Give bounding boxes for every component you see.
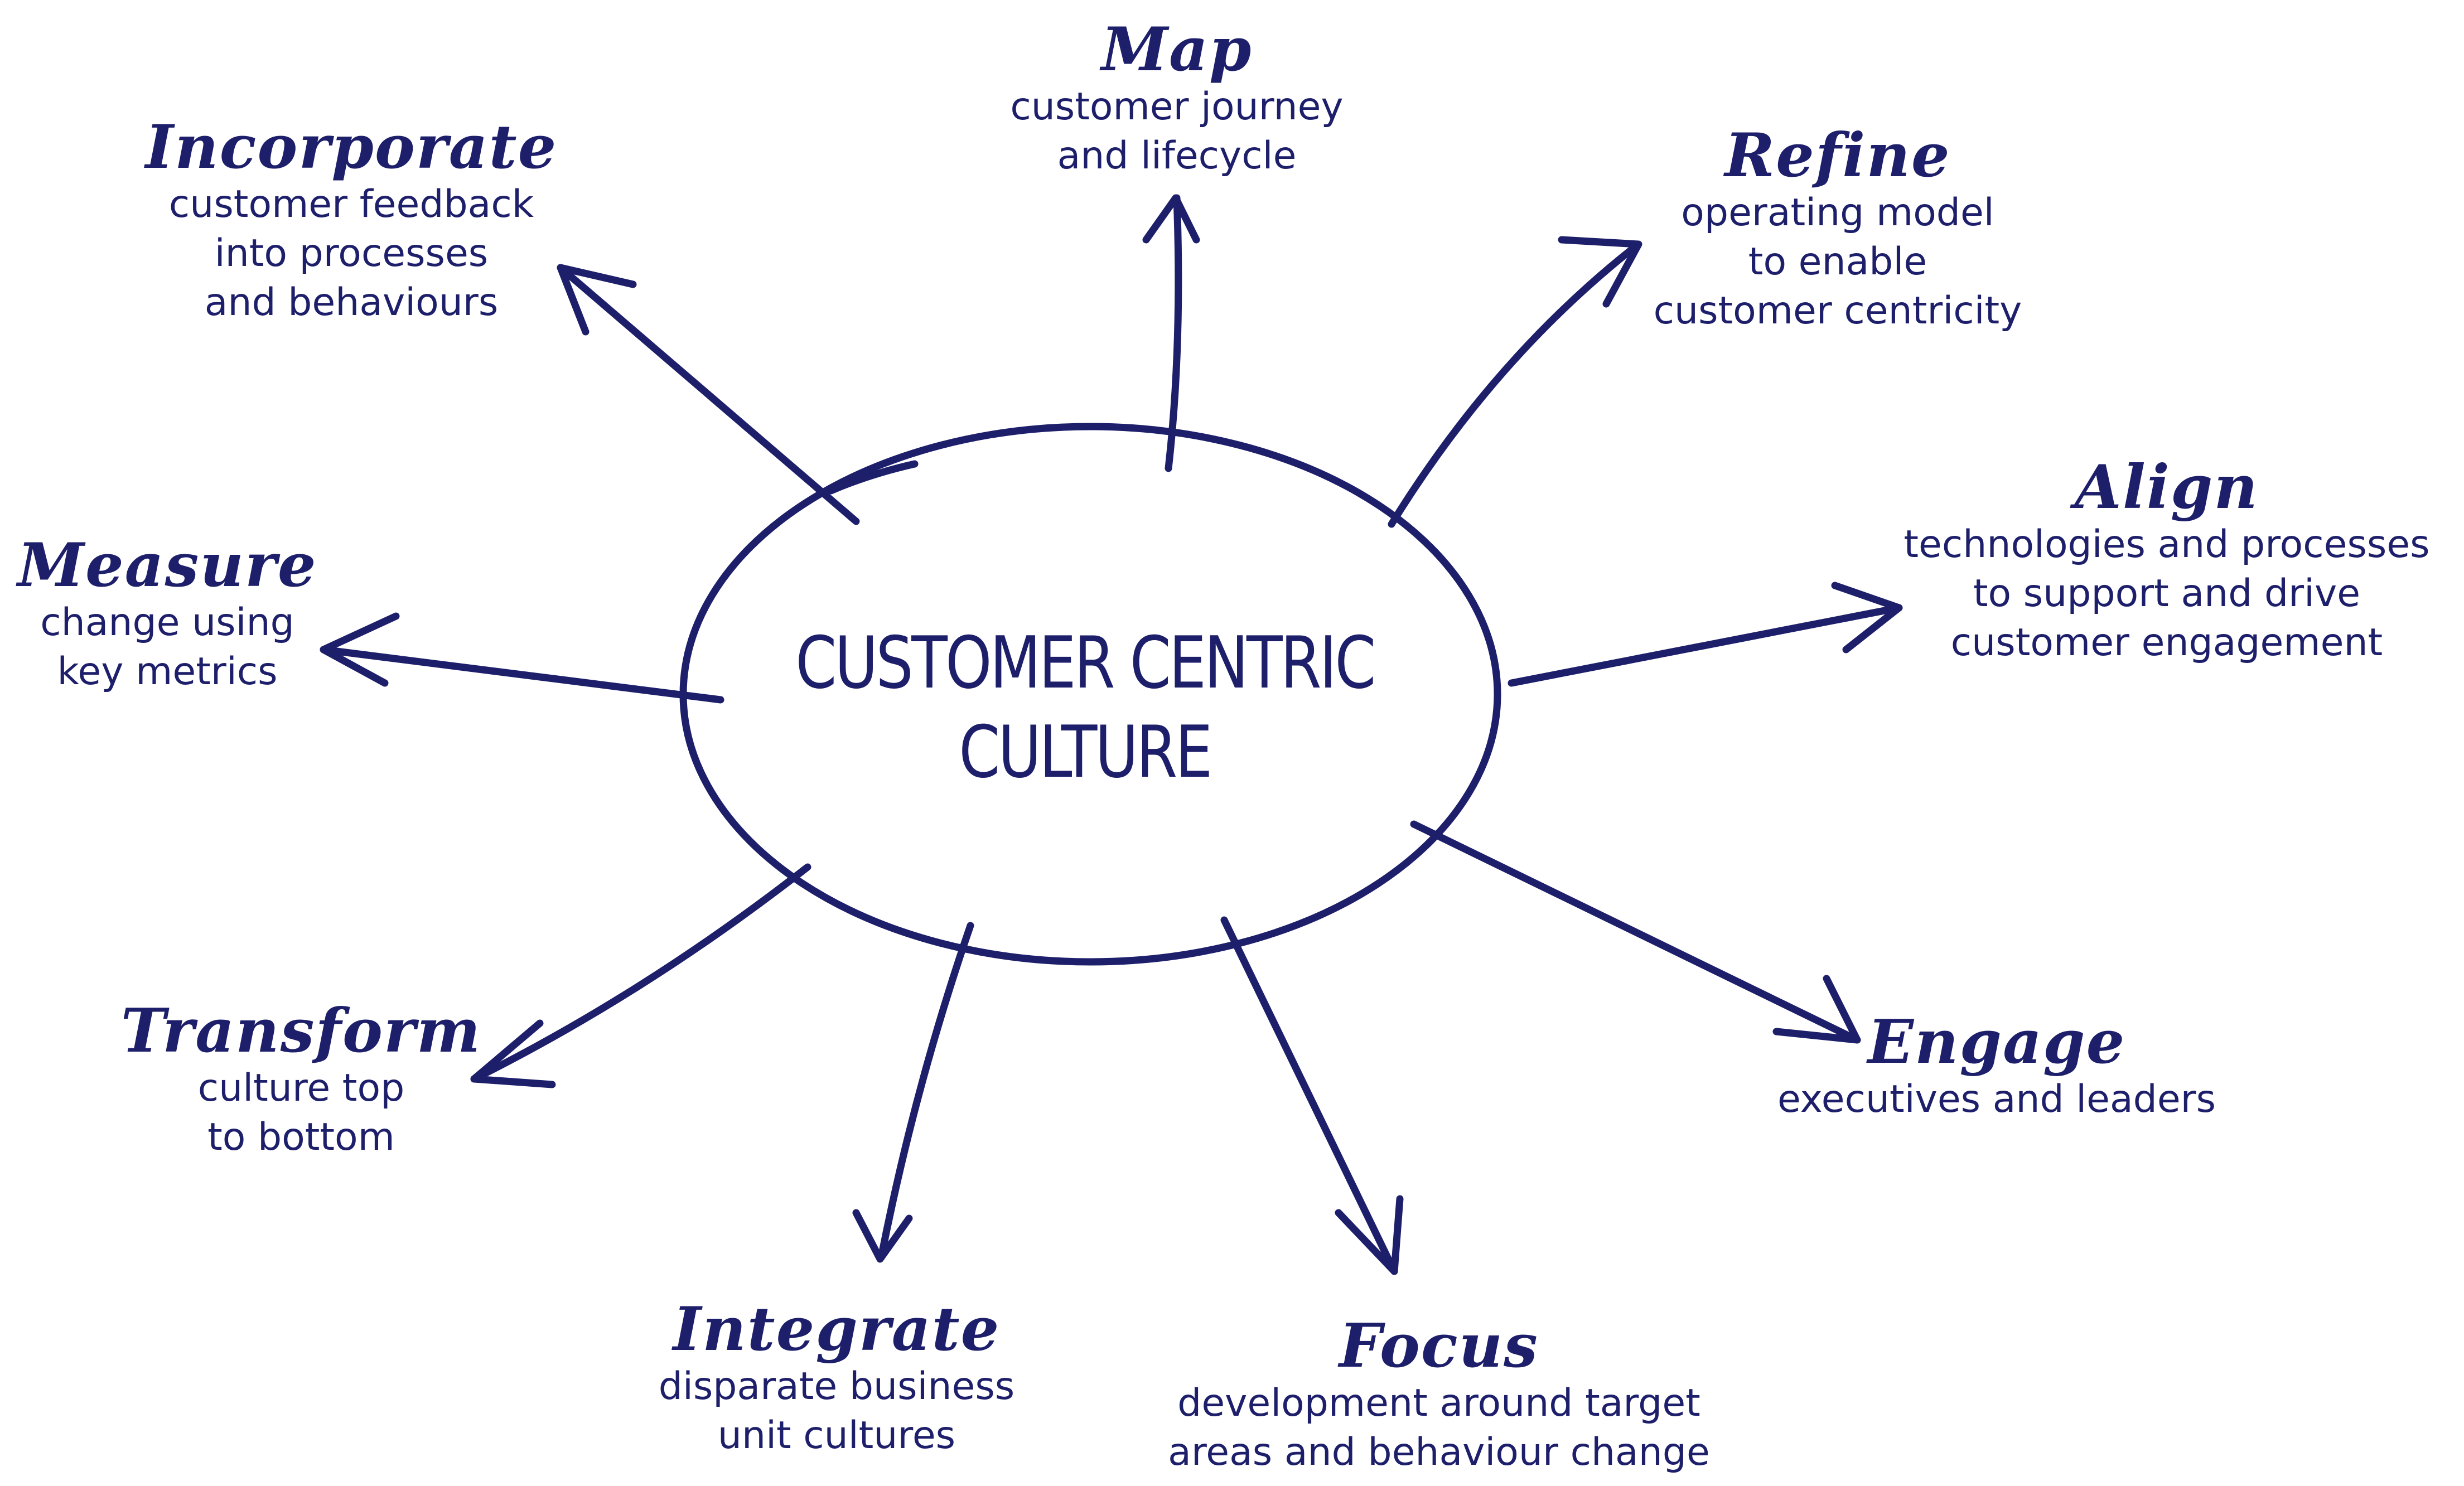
- arrow-transform: [470, 863, 811, 1088]
- arrow-refine: [1388, 236, 1642, 528]
- node-transform-title: Transform: [120, 996, 482, 1066]
- arrow-map: [1142, 194, 1200, 472]
- node-integrate-desc: disparate business unit cultures: [658, 1364, 1015, 1458]
- node-transform: Transform culture top to bottom: [112, 998, 491, 1162]
- arrow-measure: [320, 612, 724, 704]
- node-focus-desc: development around target areas and beha…: [1168, 1381, 1710, 1474]
- node-align-desc: technologies and processes to support an…: [1903, 522, 2430, 665]
- center-title: CUSTOMER CENTRIC CULTURE: [795, 622, 1376, 794]
- node-engage-title: Engage: [1867, 1007, 2126, 1077]
- node-incorporate: Incorporate customer feedback into proce…: [139, 114, 563, 327]
- node-align-title: Align: [2075, 452, 2259, 522]
- node-integrate: Integrate disparate business unit cultur…: [636, 1296, 1037, 1460]
- node-map-title: Map: [1101, 14, 1253, 85]
- node-refine-title: Refine: [1724, 120, 1951, 191]
- node-align: Align technologies and processes to supp…: [1888, 454, 2446, 667]
- node-map-desc: customer journey and lifecycle: [1010, 85, 1344, 178]
- node-engage: Engage executives and leaders: [1757, 1009, 2236, 1124]
- arrow-focus: [1220, 916, 1404, 1275]
- node-incorporate-title: Incorporate: [145, 112, 558, 182]
- node-focus: Focus development around target areas an…: [1149, 1313, 1729, 1477]
- node-incorporate-desc: customer feedback into processes and beh…: [168, 182, 534, 325]
- node-focus-title: Focus: [1339, 1311, 1539, 1381]
- ellipse-overstroke: [827, 460, 919, 495]
- node-refine: Refine operating model to enable custome…: [1626, 123, 2050, 336]
- node-refine-desc: operating model to enable customer centr…: [1653, 191, 2022, 333]
- node-measure-desc: change using key metrics: [40, 601, 294, 694]
- arrow-integrate: [852, 922, 974, 1263]
- node-transform-desc: culture top to bottom: [197, 1066, 405, 1159]
- node-measure: Measure change using key metrics: [11, 533, 323, 696]
- arrow-engage: [1410, 820, 1861, 1044]
- node-map: Map customer journey and lifecycle: [993, 17, 1361, 181]
- node-measure-title: Measure: [17, 530, 317, 601]
- arrow-incorporate: [557, 264, 860, 525]
- node-engage-desc: executives and leaders: [1777, 1077, 2216, 1121]
- node-integrate-title: Integrate: [673, 1294, 1001, 1364]
- arrow-align: [1508, 582, 1903, 687]
